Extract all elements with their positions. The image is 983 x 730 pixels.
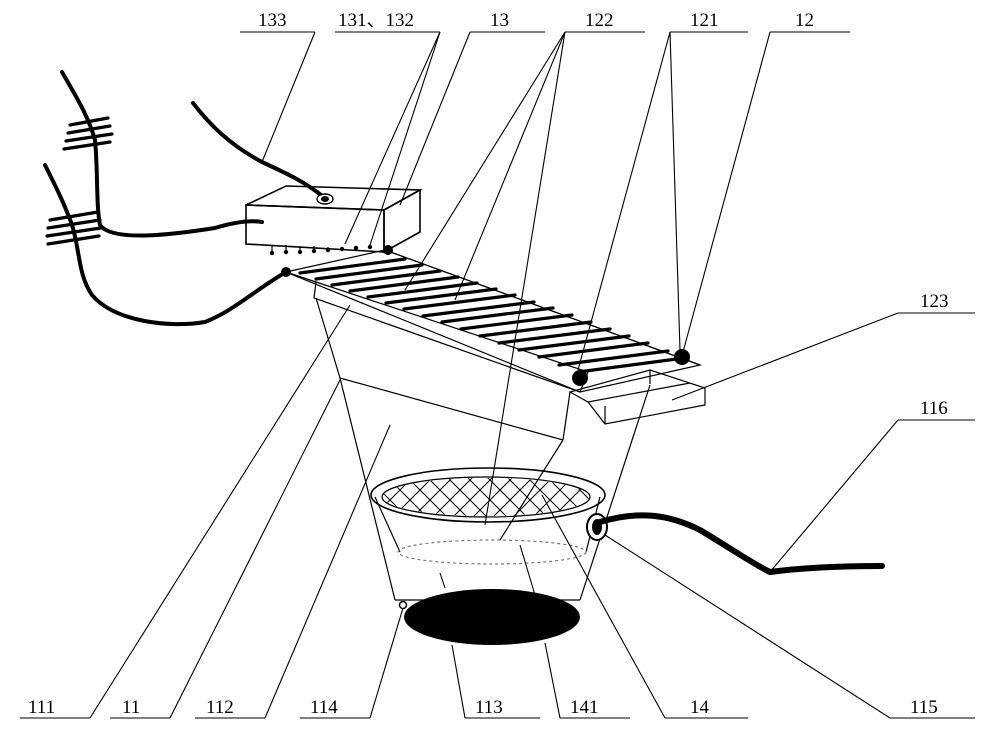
terminal-12 [674, 349, 690, 365]
label-112: 112 [206, 697, 234, 718]
insulator-lower [45, 210, 103, 246]
label-115: 115 [910, 697, 938, 718]
terminal-121 [572, 370, 588, 386]
label-141: 141 [570, 697, 599, 718]
label-14: 14 [690, 697, 710, 718]
label-11: 11 [122, 697, 140, 718]
insulator-upper [62, 116, 114, 151]
outlet-hose [586, 512, 885, 575]
filter-cup [370, 467, 606, 565]
collection-disk [404, 589, 580, 645]
label-131-132: 131、132 [338, 10, 414, 31]
leader-lines [20, 31, 975, 719]
label-13: 13 [490, 10, 509, 31]
electrode-rods [298, 257, 686, 374]
label-111: 111 [28, 697, 55, 718]
label-12: 12 [795, 10, 814, 31]
label-113: 113 [475, 697, 503, 718]
electrode-tray [283, 249, 703, 393]
label-114: 114 [310, 697, 338, 718]
label-133: 133 [258, 10, 287, 31]
trough [568, 369, 706, 425]
label-116: 116 [920, 398, 948, 419]
hopper [315, 297, 651, 601]
electrode-pins [269, 244, 373, 256]
label-123: 123 [920, 291, 949, 312]
port-114 [398, 600, 408, 610]
part-labels: 133 131、132 13 122 121 12 123 116 111 11… [28, 10, 949, 718]
label-121: 121 [690, 10, 719, 31]
label-122: 122 [585, 10, 614, 31]
control-box [245, 185, 423, 254]
